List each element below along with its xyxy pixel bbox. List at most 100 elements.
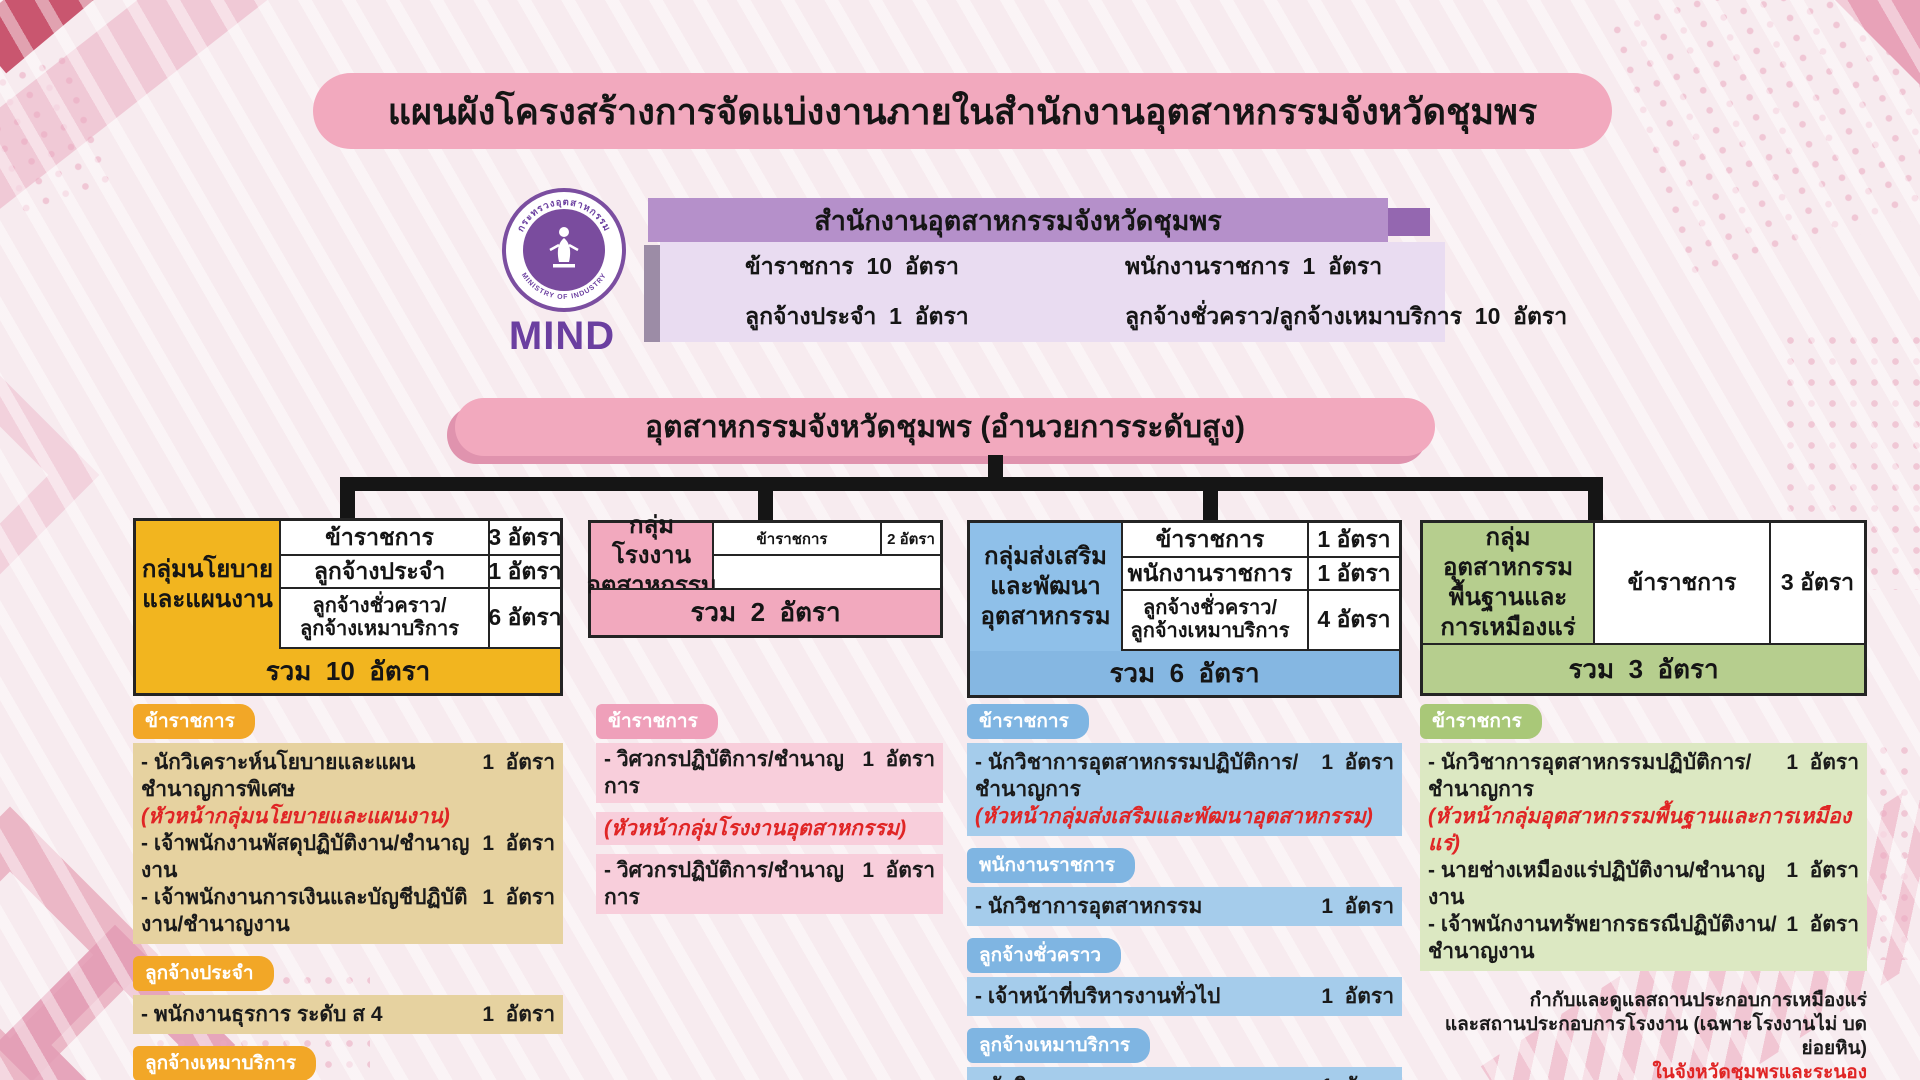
staffing-line: ข้าราชการ 10 อัตรา (745, 253, 959, 279)
group-table-factory: กลุ่มโรงงาน อุตสาหกรรม ข้าราชการ 2 อัตรา… (586, 512, 943, 638)
staff-row-value: 1 อัตรา (1307, 523, 1399, 558)
position-item: - เจ้าพนักงานทรัพยากรธรณีปฏิบัติงาน/ชำนา… (1428, 913, 1859, 963)
section-badge: ลูกจ้างเหมาบริการ (133, 1046, 317, 1080)
section-badge: พนักงานราชการ (967, 848, 1136, 883)
staff-row-label: พนักงานราชการ (1123, 558, 1307, 591)
staff-row-label: ข้าราชการ (1123, 523, 1307, 558)
bg-diagonal-band-top-left (0, 0, 330, 272)
position-list-mining: ข้าราชการ - นักวิชาการอุตสาหกรรมปฏิบัติก… (1420, 704, 1867, 1080)
office-bar-side-tab (1388, 208, 1430, 236)
bg-corner-accent-top-left (0, 0, 122, 74)
group-header-cell: กลุ่มส่งเสริม และพัฒนา อุตสาหกรรม (970, 523, 1123, 651)
connector-drop-mining (1588, 491, 1603, 521)
position-box: - นักวิชาการมาตรฐาน1 อัตรา - นักวิเคราะห… (967, 1067, 1402, 1080)
position-note: (หัวหน้ากลุ่มนโยบายและแผนงาน) (141, 805, 450, 828)
connector-drop-promotion (1203, 491, 1218, 521)
group-table-promotion: กลุ่มส่งเสริม และพัฒนา อุตสาหกรรม ข้าราช… (967, 520, 1402, 698)
position-item: - นักวิชาการอุตสาหกรรมปฏิบัติการ/ชำนาญกา… (1428, 751, 1859, 801)
page-title: แผนผังโครงสร้างการจัดแบ่งงานภายในสำนักงา… (387, 90, 1538, 132)
position-box: - นักวิชาการอุตสาหกรรมปฏิบัติการ/ชำนาญกา… (1420, 743, 1867, 971)
staff-row-value: 1 อัตรา (1307, 558, 1399, 591)
mining-footnote-line: กำกับและดูแลสถานประกอบการเหมืองแร่ (1529, 990, 1867, 1011)
staff-row-label: ข้าราชการ (714, 523, 880, 556)
group-name-line: และแผนงาน (142, 586, 273, 613)
group-header-cell: กลุ่มอุตสาหกรรม พื้นฐานและ การเหมืองแร่ (1423, 523, 1595, 643)
staff-row-value: 6 อัตรา (488, 589, 562, 649)
section-badge: ลูกจ้างประจำ (133, 956, 274, 991)
connector-drop-policy (340, 477, 355, 521)
bg-diamond-mid-left (0, 340, 100, 610)
group-total-row: รวม 2 อัตรา (591, 588, 940, 635)
bg-corner-accent-top-right (1835, 0, 1920, 85)
section-badge: ข้าราชการ (1420, 704, 1542, 739)
group-name-line: การเหมืองแร่ (1440, 614, 1576, 641)
group-name-line: กลุ่มส่งเสริม (984, 543, 1107, 570)
position-note: (หัวหน้ากลุ่มส่งเสริมและพัฒนาอุตสาหกรรม) (975, 805, 1373, 828)
bg-dots-top-left (0, 45, 125, 225)
staff-row-label: ข้าราชการ (281, 521, 488, 556)
section-badge: ลูกจ้างชั่วคราว (967, 938, 1122, 973)
group-header-cell: กลุ่มโรงงาน อุตสาหกรรม (586, 512, 716, 599)
position-item: - เจ้าพนักงานการเงินและบัญชีปฏิบัติงาน/ช… (141, 886, 555, 936)
group-table-policy: กลุ่มนโยบาย และแผนงาน ข้าราชการ 3 อัตรา … (133, 518, 563, 696)
director-node-label: อุตสาหกรรมจังหวัดชุมพร (อำนวยการระดับสูง… (645, 410, 1245, 444)
group-name-line: อุตสาหกรรม (980, 603, 1111, 630)
bg-dots-top-right (1604, 0, 1920, 290)
office-name: สำนักงานอุตสาหกรรมจังหวัดชุมพร (814, 205, 1222, 236)
position-list-promotion: ข้าราชการ - นักวิชาการอุตสาหกรรมปฏิบัติก… (967, 704, 1402, 1080)
office-name-bar: สำนักงานอุตสาหกรรมจังหวัดชุมพร (648, 198, 1388, 242)
group-name-line: กลุ่มโรงงาน (611, 511, 692, 569)
connector-rail (340, 477, 1603, 491)
director-node: อุตสาหกรรมจังหวัดชุมพร (อำนวยการระดับสูง… (455, 398, 1435, 456)
group-header-cell: กลุ่มนโยบาย และแผนงาน (136, 521, 281, 649)
staffing-line: พนักงานราชการ 1 อัตรา (1125, 253, 1383, 279)
staff-row-value: 2 อัตรา (880, 523, 940, 556)
position-list-policy: ข้าราชการ - นักวิเคราะห์นโยบายและแผนชำนา… (133, 704, 563, 1080)
position-note: (หัวหน้ากลุ่มโรงงานอุตสาหกรรม) (596, 812, 943, 845)
position-box: - นักวิชาการอุตสาหกรรมปฏิบัติการ/ชำนาญกา… (967, 743, 1402, 836)
group-name-line: กลุ่มนโยบาย (141, 556, 274, 583)
group-name-line: และพัฒนา (990, 573, 1101, 600)
group-total-row: รวม 3 อัตรา (1423, 643, 1864, 693)
mining-footnote-line: และสถานประกอบการโรงงาน (เฉพาะโรงงานไม่ บ… (1444, 1014, 1867, 1059)
staff-row-value: 3 อัตรา (1769, 523, 1864, 643)
group-name-line: กลุ่มอุตสาหกรรม (1442, 524, 1574, 581)
empty-cell (714, 556, 940, 588)
staff-row-label: ลูกจ้างประจำ (281, 556, 488, 589)
page-title-banner: แผนผังโครงสร้างการจัดแบ่งงานภายในสำนักงา… (313, 73, 1612, 149)
position-note: (หัวหน้ากลุ่มอุตสาหกรรมพื้นฐานและการเหมื… (1428, 805, 1851, 855)
section-badge: ข้าราชการ (133, 704, 255, 739)
office-panel-accent-strip (644, 245, 660, 342)
group-total-row: รวม 10 อัตรา (136, 649, 560, 693)
staff-row-value: 1 อัตรา (488, 556, 562, 589)
mining-footnote: กำกับและดูแลสถานประกอบการเหมืองแร่ และสถ… (1420, 989, 1867, 1080)
section-badge: ลูกจ้างเหมาบริการ (967, 1028, 1151, 1063)
staff-row-value: 3 อัตรา (488, 521, 562, 556)
connector-drop-factory (758, 491, 773, 521)
section-badge: ข้าราชการ (967, 704, 1089, 739)
logo-mind-text: MIND (508, 314, 616, 358)
staffing-line: ลูกจ้างชั่วคราว/ลูกจ้างเหมาบริการ 10 อัต… (1125, 303, 1568, 329)
staff-row-label: ข้าราชการ (1627, 569, 1737, 595)
position-item: - นักวิชาการอุตสาหกรรมปฏิบัติการ/ชำนาญกา… (975, 751, 1394, 801)
staff-row-label: ลูกจ้างชั่วคราว/ลูกจ้างเหมาบริการ (281, 589, 488, 649)
group-total-row: รวม 6 อัตรา (970, 651, 1399, 695)
position-item: - นักวิชาการมาตรฐาน1 อัตรา (975, 1073, 1394, 1080)
group-name-line: พื้นฐานและ (1448, 584, 1568, 611)
staff-row-label: ลูกจ้างชั่วคราว/ลูกจ้างเหมาบริการ (1123, 591, 1307, 651)
ministry-of-industry-seal-icon: กระทรวงอุตสาหกรรม MINISTRY OF INDUSTRY (500, 186, 628, 314)
